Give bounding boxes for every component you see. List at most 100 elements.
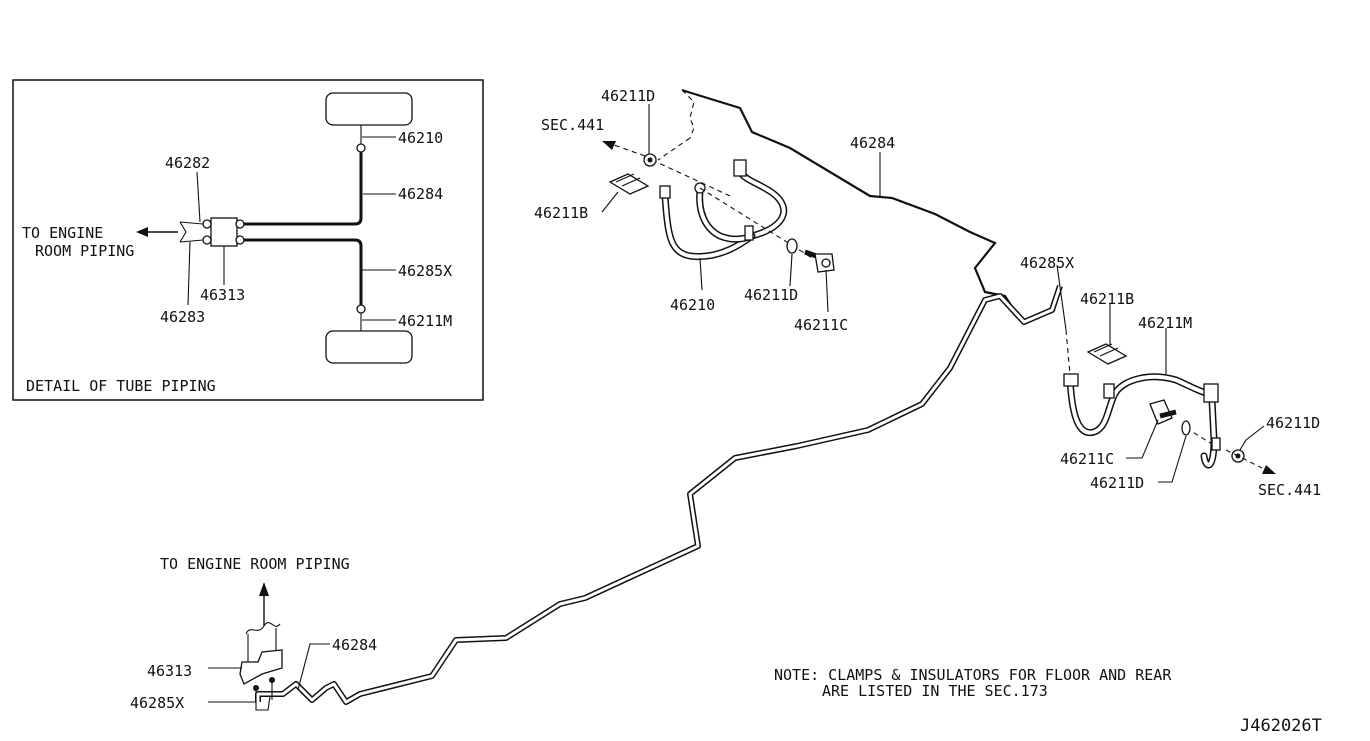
- junction-port-c: [235, 219, 245, 229]
- bolt-46211c-right-shank: [1159, 409, 1177, 419]
- label-46285x-top: 46285X: [1020, 254, 1074, 272]
- leader-46211c-right: [1126, 419, 1159, 459]
- detail-label-46313: 46313: [200, 286, 245, 304]
- tube-46285x-inner: [256, 285, 1062, 704]
- hose-46210-fitting: [733, 159, 747, 177]
- bolt-46211c-right-head: [1149, 399, 1173, 425]
- label-sec441-right: SEC.441: [1258, 481, 1321, 499]
- tube-46285x-line: [243, 238, 363, 306]
- washer-46211d-right-bottom: [1181, 420, 1191, 436]
- detail-label-46285x: 46285X: [398, 262, 452, 280]
- label-46211b-right: 46211B: [1080, 290, 1134, 308]
- label-sec441-left: SEC.441: [541, 116, 604, 134]
- junction-46313-front: [239, 649, 283, 685]
- hose-46210-branch-outline: [696, 186, 756, 243]
- sec441-right-arrow: [1262, 465, 1276, 474]
- leader-46282: [196, 171, 201, 223]
- sec441-left-arrow: [602, 141, 616, 150]
- label-46211c-right: 46211C: [1060, 450, 1114, 468]
- hose-46210-end: [659, 185, 671, 199]
- engine-room-stub: [179, 221, 204, 243]
- hose-46210-outline: [661, 168, 788, 261]
- leader-46211b-left: [601, 191, 619, 213]
- leader-46284-front: [297, 643, 330, 691]
- clip-46211b-right-ridges: [1093, 343, 1119, 357]
- left-hose-dashed-align: [651, 159, 731, 197]
- diagram-id: J462026T: [1240, 716, 1322, 736]
- note-line-2: ARE LISTED IN THE SEC.173: [822, 682, 1048, 700]
- hose-46211m-inner: [1068, 374, 1212, 435]
- washer-46211d-top-hole: [647, 157, 653, 163]
- sec441-right-dash: [1225, 449, 1263, 469]
- front-engine-pipe-break: [245, 622, 281, 635]
- hose-46211m-banjo: [1211, 437, 1221, 451]
- right-hose-assembly: 46211B 46211M 46211D 46211C 46211D SEC.4…: [1060, 290, 1321, 499]
- detail-to-engine-line1: TO ENGINE: [22, 224, 103, 242]
- junction-port-b: [202, 235, 212, 245]
- label-46211m-right: 46211M: [1138, 314, 1192, 332]
- tube-46284-to-hose-dashed: [681, 89, 695, 139]
- hose-joint-bottom: [356, 304, 366, 314]
- junction-port-a: [202, 219, 212, 229]
- leader-46210-left: [699, 257, 703, 291]
- label-46285x-front: 46285X: [130, 694, 184, 712]
- label-46284-front: 46284: [332, 636, 377, 654]
- front-to-engine-arrow-head: [259, 582, 269, 596]
- hose-joint-top: [356, 143, 366, 153]
- left-hose-assembly: 46211D SEC.441 46211B 46210 46211D 46211…: [534, 87, 848, 334]
- clip-46211b: [608, 173, 650, 195]
- bolt-46211c-cap: [821, 258, 831, 268]
- leader-46211d-bottom: [789, 253, 793, 287]
- hose-46210-bracket: [744, 225, 754, 241]
- detail-label-46211m: 46211M: [398, 312, 452, 330]
- detail-caption: DETAIL OF TUBE PIPING: [26, 377, 216, 395]
- label-46211d-bottom-left: 46211D: [744, 286, 798, 304]
- tube-46285x-main: 46285X: [255, 254, 1074, 705]
- rear-wheel-bottom: [325, 330, 413, 364]
- tube-46284-path: [681, 88, 1056, 324]
- hose-46211m-bracket: [1103, 383, 1115, 399]
- junction-46313: [210, 217, 238, 247]
- detail-of-tube-piping-box: 46210 46284 46282 TO ENGINE ROOM PIPING …: [12, 79, 484, 401]
- detail-label-46284: 46284: [398, 185, 443, 203]
- tube-46284-line: [243, 152, 363, 226]
- leader-46211c-left: [825, 269, 829, 313]
- label-46211b-left: 46211B: [534, 204, 588, 222]
- tube-46284-upper: 46284: [681, 88, 1056, 324]
- clip-46211b-ridges: [615, 173, 641, 187]
- front-junction-pipes: [255, 680, 273, 711]
- to-engine-arrow-head: [136, 227, 148, 237]
- sec441-left-dash: [613, 144, 646, 157]
- leader-46283: [187, 241, 191, 306]
- clip-46211b-right: [1086, 343, 1128, 365]
- hose-46211m-fitting: [1203, 383, 1219, 403]
- label-46211d-top: 46211D: [601, 87, 655, 105]
- detail-label-46282: 46282: [165, 154, 210, 172]
- detail-to-engine-line2: ROOM PIPING: [35, 242, 134, 260]
- leader-46211d-right-bottom: [1158, 435, 1187, 483]
- front-junction-assembly: TO ENGINE ROOM PIPING 46313 46284 46285X: [130, 555, 377, 712]
- label-46211d-right-bottom: 46211D: [1090, 474, 1144, 492]
- label-46284-top: 46284: [850, 134, 895, 152]
- front-junction-port-a: [253, 685, 259, 691]
- washer-46211d-bottom: [786, 238, 798, 254]
- note-line-1: NOTE: CLAMPS & INSULATORS FOR FLOOR AND …: [774, 666, 1172, 684]
- rear-wheel-top: [325, 92, 413, 126]
- front-junction-port-b: [269, 677, 275, 683]
- detail-label-46283: 46283: [160, 308, 205, 326]
- left-hose-dashed-align-2: [657, 137, 691, 161]
- label-46313-front: 46313: [147, 662, 192, 680]
- right-hose-dashed-align: [1065, 329, 1071, 375]
- label-46211d-right: 46211D: [1266, 414, 1320, 432]
- label-front-to-engine: TO ENGINE ROOM PIPING: [160, 555, 350, 573]
- leader-46211d-right: [1239, 425, 1265, 451]
- detail-label-46210: 46210: [398, 129, 443, 147]
- hose-46210-inner: [663, 170, 786, 259]
- label-46210-left: 46210: [670, 296, 715, 314]
- hose-46211m-end: [1063, 373, 1079, 387]
- hose-46210-branch-inner: [697, 188, 754, 242]
- label-46211c-left: 46211C: [794, 316, 848, 334]
- junction-port-d: [235, 235, 245, 245]
